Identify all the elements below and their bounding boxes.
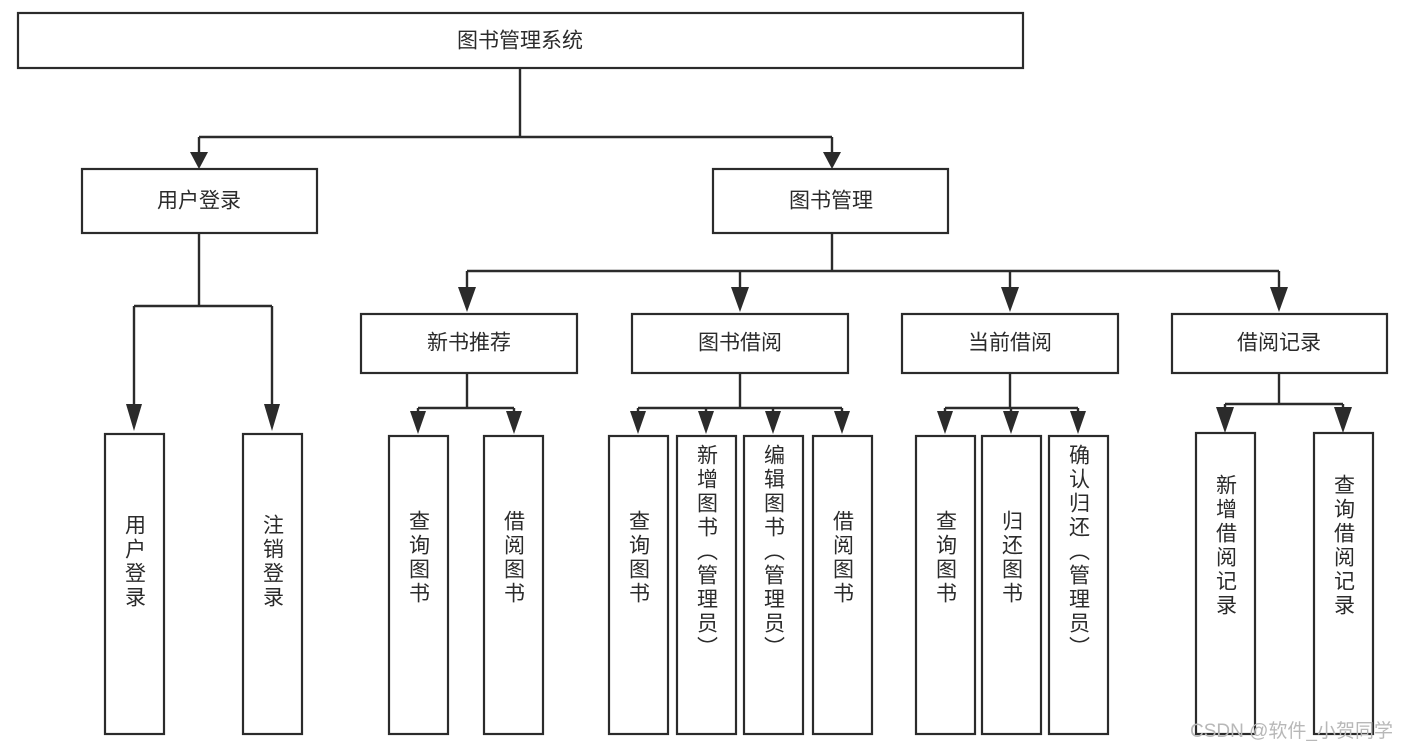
leaf-book-borrow-1[interactable]: 查询图书 [607,434,670,736]
leaf-borrow-record-2-box[interactable] [1312,431,1375,736]
node-new-book-recommend-box[interactable] [359,312,579,375]
leaf-book-borrow-3[interactable]: 编辑图书（管理员） [742,434,805,736]
arrow-head-currentborrow-leaf1 [937,411,953,434]
node-new-book-recommend[interactable]: 新书推荐 [359,312,579,375]
leaf-new-book-2-box[interactable] [482,434,545,736]
node-book-manage-label: 图书管理 [789,190,873,213]
arrow-head-userlogin-leaf1 [126,404,142,431]
leaf-book-borrow-4-label: 借阅图书 [831,510,855,606]
node-new-book-recommend-label: 新书推荐 [427,332,511,355]
node-current-borrow-label: 当前借阅 [968,332,1052,355]
node-book-borrow-label: 图书借阅 [698,332,782,355]
edge-group-currentborrow-to-leaves [937,373,1086,434]
leaf-borrow-record-2-label: 查询借阅记录 [1332,474,1356,618]
edge-group-borrowrecord-to-leaves [1216,373,1352,433]
node-root[interactable]: 图书管理系统 [16,11,1025,70]
node-book-borrow[interactable]: 图书借阅 [630,312,850,375]
arrow-head-book-borrow [731,287,749,312]
node-current-borrow[interactable]: 当前借阅 [900,312,1120,375]
leaf-borrow-record-2[interactable]: 查询借阅记录 [1312,431,1375,736]
edge-group-userlogin-to-leaves [126,233,280,431]
leaf-new-book-1-box[interactable] [387,434,450,736]
node-root-label: 图书管理系统 [457,30,583,53]
leaf-user-login-2[interactable]: 注销登录 [241,432,304,736]
edge-group-bookmanage-to-level3 [458,233,1288,312]
leaf-user-login-1[interactable]: 用户登录 [103,432,166,736]
node-book-manage[interactable]: 图书管理 [711,167,950,235]
leaf-new-book-1-label: 查询图书 [407,510,431,606]
leaf-new-book-2-label: 借阅图书 [502,510,526,606]
node-borrow-record-label: 借阅记录 [1237,332,1321,355]
leaf-new-book-2[interactable]: 借阅图书 [482,434,545,736]
leaf-current-borrow-3-box[interactable] [1047,434,1110,736]
leaf-current-borrow-3[interactable]: 确认归还（管理员） [1047,434,1110,736]
arrow-head-userlogin-leaf2 [264,404,280,431]
node-book-borrow-box[interactable] [630,312,850,375]
arrow-head-borrowrecord-leaf1 [1216,407,1234,433]
leaf-book-borrow-3-label: 编辑图书（管理员） [762,444,786,660]
arrow-head-borrow-record [1270,287,1288,312]
leaf-book-borrow-1-label: 查询图书 [627,510,651,606]
arrow-head-currentborrow-leaf2 [1003,411,1019,434]
csdn-watermark: CSDN @软件_小贺同学 [1190,721,1393,742]
arrow-head-book-manage [823,152,841,169]
leaf-user-login-1-box[interactable] [103,432,166,736]
leaf-current-borrow-1-box[interactable] [914,434,977,736]
node-book-manage-box[interactable] [711,167,950,235]
leaf-book-borrow-3-box[interactable] [742,434,805,736]
arrow-head-bookborrow-leaf4 [834,411,850,434]
leaf-borrow-record-1[interactable]: 新增借阅记录 [1194,431,1257,736]
edge-group-bookborrow-to-leaves [630,373,850,434]
arrow-head-current-borrow [1001,287,1019,312]
node-user-login[interactable]: 用户登录 [80,167,319,235]
arrow-head-currentborrow-leaf3 [1070,411,1086,434]
leaf-user-login-2-label: 注销登录 [261,514,285,610]
leaf-book-borrow-2[interactable]: 新增图书（管理员） [675,434,738,736]
node-current-borrow-box[interactable] [900,312,1120,375]
leaf-book-borrow-4[interactable]: 借阅图书 [811,434,874,736]
arrow-head-bookborrow-leaf3 [765,411,781,434]
node-borrow-record-box[interactable] [1170,312,1389,375]
leaf-new-book-1[interactable]: 查询图书 [387,434,450,736]
leaf-user-login-2-box[interactable] [241,432,304,736]
node-user-login-box[interactable] [80,167,319,235]
edge-group-newbook-to-leaves [410,373,522,434]
node-borrow-record[interactable]: 借阅记录 [1170,312,1389,375]
leaf-current-borrow-1-label: 查询图书 [934,510,958,606]
leaf-book-borrow-1-box[interactable] [607,434,670,736]
leaf-current-borrow-2-box[interactable] [980,434,1043,736]
leaf-book-borrow-4-box[interactable] [811,434,874,736]
arrow-head-new-book [458,287,476,312]
arrow-head-newbook-leaf1 [410,411,426,434]
leaf-user-login-1-label: 用户登录 [123,514,147,610]
leaf-borrow-record-1-label: 新增借阅记录 [1214,474,1238,618]
leaf-book-borrow-2-label: 新增图书（管理员） [695,444,719,660]
arrow-head-user-login [190,152,208,169]
node-root-box[interactable] [16,11,1025,70]
arrow-head-bookborrow-leaf1 [630,411,646,434]
leaf-current-borrow-3-label: 确认归还（管理员） [1067,444,1091,660]
edge-group-root-to-level2 [190,68,841,169]
leaf-book-borrow-2-box[interactable] [675,434,738,736]
leaf-borrow-record-1-box[interactable] [1194,431,1257,736]
arrow-head-newbook-leaf2 [506,411,522,434]
leaf-current-borrow-2-label: 归还图书 [1000,510,1024,606]
arrow-head-bookborrow-leaf2 [698,411,714,434]
leaf-current-borrow-1[interactable]: 查询图书 [914,434,977,736]
leaf-current-borrow-2[interactable]: 归还图书 [980,434,1043,736]
node-user-login-label: 用户登录 [157,190,241,213]
arrow-head-borrowrecord-leaf2 [1334,407,1352,433]
